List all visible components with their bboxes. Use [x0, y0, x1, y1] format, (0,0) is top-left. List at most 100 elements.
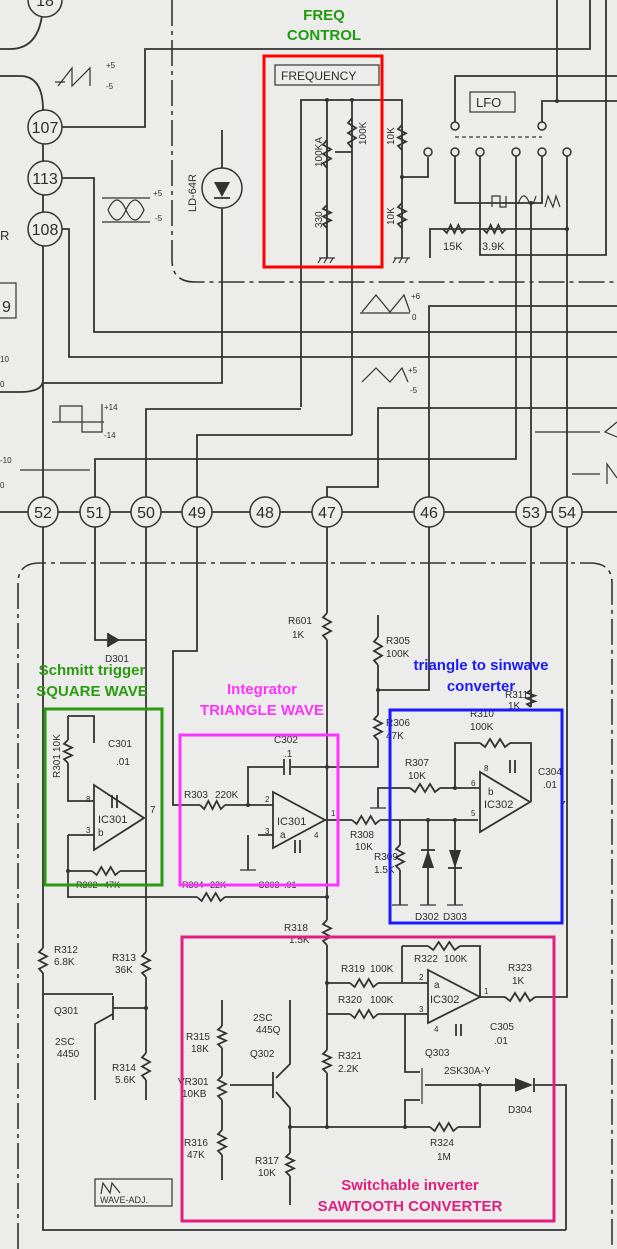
components-ic302b-ref-label: IC302: [484, 799, 513, 811]
components-vr301-value-label: 10KB: [182, 1089, 207, 1100]
levels-left_0-label: 0: [0, 380, 5, 389]
connector-49: 49: [188, 505, 206, 522]
resistor-r321: [320, 1049, 334, 1074]
schmitt-trigger-box: [43, 707, 164, 887]
sawtooth-wave-icon: [55, 66, 91, 88]
components-c305-value-label: .01: [494, 1036, 508, 1047]
components-ic301a-unit-label: a: [280, 830, 286, 841]
res-10k-a-label: 10K: [386, 127, 397, 145]
components-ic301b-ref-label: IC301: [98, 814, 127, 826]
pins-p7-label: 7: [150, 805, 156, 816]
resistor-r315: [215, 1025, 229, 1049]
resistor-r320: [349, 1008, 379, 1020]
components-r601-value-label: 1K: [292, 630, 305, 641]
pins-p3-label: 3: [86, 826, 91, 835]
opamp-ic302b: [479, 770, 532, 834]
pins-p8-label: 8: [484, 764, 489, 773]
components-c302-value-label: .1: [284, 749, 293, 760]
components-r315-ref-label: R315: [186, 1032, 210, 1043]
res-39k-label: 3.9K: [482, 241, 505, 253]
levels-left_10-label: 10: [0, 355, 9, 364]
resistor-r316: [216, 1129, 228, 1156]
sawtooth-converter-box: [180, 935, 556, 1223]
components-r301-ref-label: R301: [52, 754, 63, 778]
components-ic302b-unit-label: b: [488, 787, 494, 798]
schmitt-annotation-line1: Schmitt trigger: [39, 662, 146, 679]
capacitor-c302: [283, 759, 291, 775]
components-r322-ref-label: R322: [414, 954, 438, 965]
resistor-r322: [427, 940, 461, 952]
connector-107: 107: [32, 120, 59, 137]
diodes: [107, 167, 535, 1092]
levels-sq_neg-label: -14: [104, 431, 116, 440]
components-r324-ref-label: R324: [430, 1138, 454, 1149]
opamp-ic302a: [427, 968, 482, 1025]
levels-saw_pos-label: +5: [106, 61, 116, 70]
pot-vr301: [215, 1075, 229, 1101]
resistor-r314: [140, 1052, 152, 1081]
components-q303-ref-label: Q303: [425, 1048, 450, 1059]
resistor-r601: [321, 612, 333, 641]
components-r311-ref-label: R311: [505, 690, 529, 701]
components-r303-ref-label: R303: [184, 790, 208, 801]
left-r-label: R: [0, 228, 9, 243]
resistor-330: [320, 204, 334, 229]
connector-52: 52: [34, 505, 52, 522]
levels-sine_pos-label: +5: [153, 189, 163, 198]
resistor-r318: [321, 919, 333, 946]
components-q302-ref-label: Q302: [250, 1049, 275, 1060]
lfo-switch[interactable]: [423, 121, 572, 209]
pins-p4-label: 4: [434, 1025, 439, 1034]
components-r305-ref-label: R305: [386, 636, 410, 647]
components-r303-value-label: 220K: [215, 790, 239, 801]
sawtooth-indicator-icon: [606, 462, 617, 484]
resistor-r305: [372, 636, 384, 666]
integrator-annotation-line1: Integrator: [227, 681, 297, 698]
pins-p8-label: 8: [86, 795, 91, 804]
resistor-r309: [394, 844, 406, 871]
components-ic302a-ref-label: IC302: [430, 994, 459, 1006]
components-r310-value-label: 100K: [470, 722, 494, 733]
resistor-15k: [442, 222, 467, 236]
components-r313-ref-label: R313: [112, 953, 136, 964]
components-r305-value-label: 100K: [386, 649, 410, 660]
saw-annotation-line2: SAWTOOTH CONVERTER: [318, 1198, 503, 1215]
pins-p3-label: 3: [419, 1005, 424, 1014]
sawtooth-wave-icon: [100, 1181, 121, 1195]
saw-annotation-line1: Switchable inverter: [341, 1177, 479, 1194]
components-d304-ref-label: D304: [508, 1105, 532, 1116]
resistor-3-9k: [482, 222, 507, 236]
resistors: [37, 117, 538, 1177]
sine-annotation-line1: triangle to sinwave: [413, 657, 548, 674]
pins-p6-label: 6: [471, 779, 476, 788]
levels-tri5_pos-label: +5: [408, 366, 418, 375]
resistor-r306: [372, 714, 384, 741]
annotations: FREQ CONTROL Schmitt trigger SQUARE WAVE…: [36, 7, 564, 1223]
resistor-100k-freq: [346, 117, 358, 149]
connector-108: 108: [32, 222, 59, 239]
freq-control-box: [262, 54, 384, 269]
resistor-r317: [283, 1152, 297, 1177]
components-r316-value-label: 47K: [187, 1150, 205, 1161]
res-100k-label: 100K: [358, 121, 369, 145]
components-ic302a-unit-label: a: [434, 980, 440, 991]
capacitor-c303: [294, 840, 301, 853]
sine-annotation-line2: converter: [447, 678, 516, 695]
components-r318-value-label: 1.5K: [289, 935, 310, 946]
components-ic301b-unit-label: b: [98, 828, 104, 839]
pins-p1-label: 1: [331, 809, 336, 818]
components-c302-ref-label: C302: [274, 735, 298, 746]
schmitt-annotation-line2: SQUARE WAVE: [36, 683, 147, 700]
pins-p5-label: 5: [471, 809, 476, 818]
levels-left_m10-label: -10: [0, 456, 12, 465]
resistor-r319: [349, 977, 379, 989]
capacitor-c304: [509, 760, 516, 773]
integrator-annotation-line2: TRIANGLE WAVE: [200, 702, 324, 719]
components-r308-value-label: 10K: [355, 842, 373, 853]
components-r319-ref-label: R319: [341, 964, 365, 975]
connector-50: 50: [137, 505, 155, 522]
frequency-label: FREQUENCY: [281, 69, 356, 83]
resistor-10k-upper: [396, 124, 408, 151]
res-330-label: 330: [314, 211, 325, 228]
components-d302-ref-label: D302: [415, 912, 439, 923]
